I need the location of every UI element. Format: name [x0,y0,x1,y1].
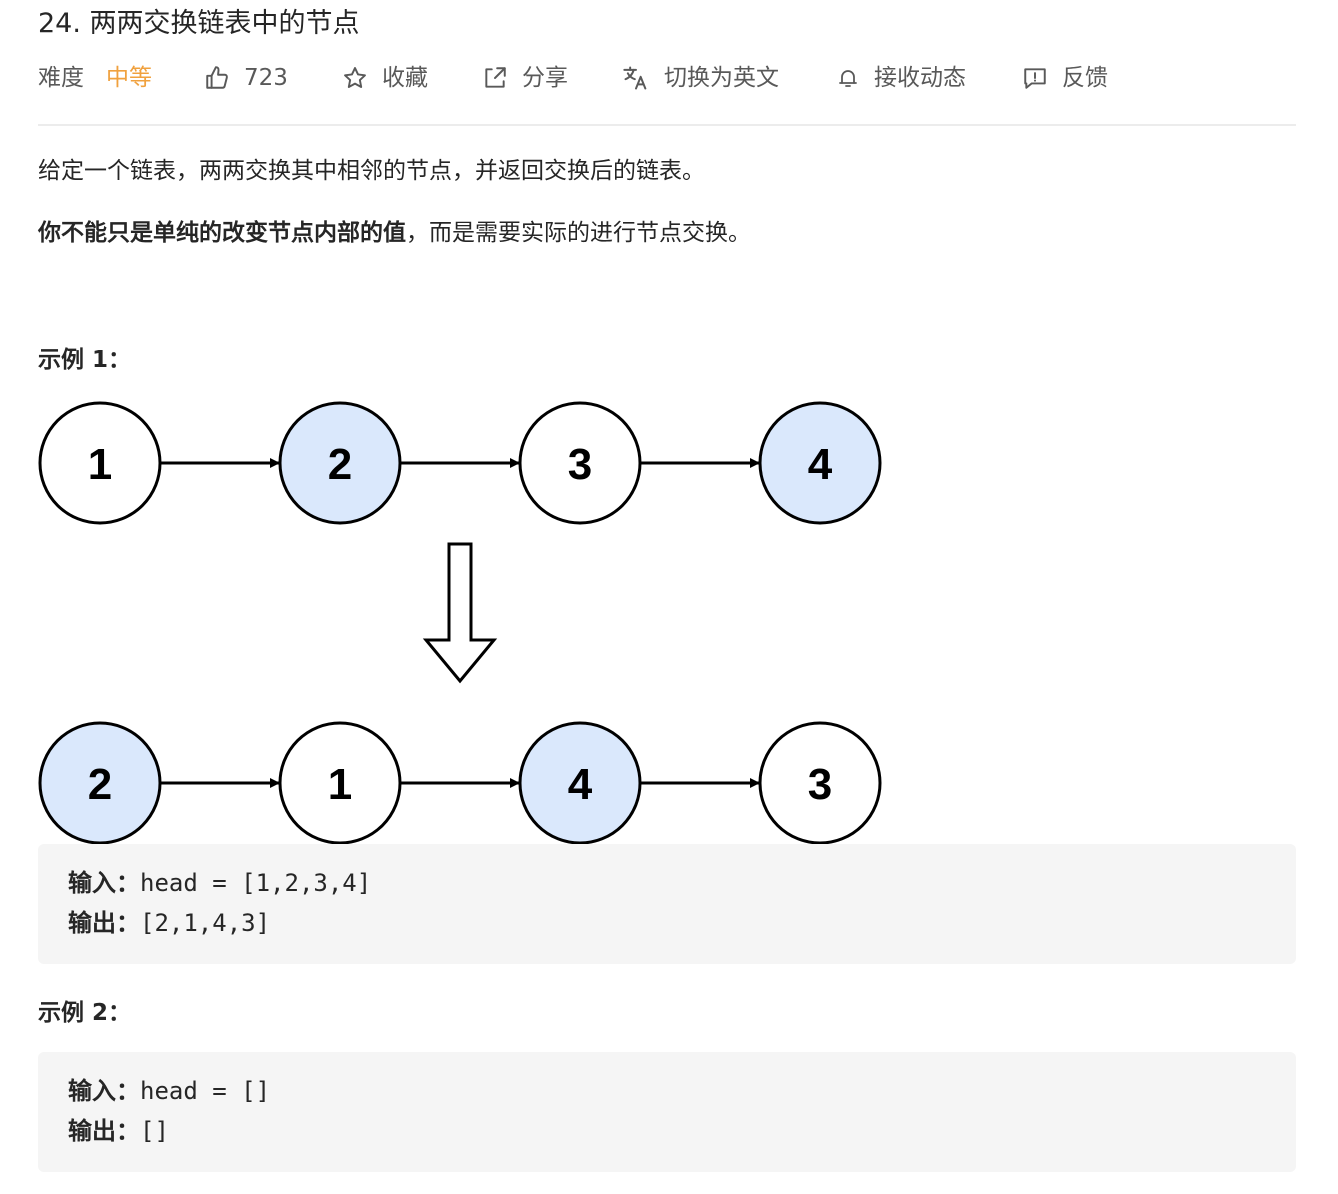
switch-language-button[interactable]: 切换为英文 [622,58,779,98]
switch-language-label: 切换为英文 [664,65,779,91]
before-node-3 [518,401,642,525]
favorite-label: 收藏 [382,65,428,91]
after-node-1 [38,721,162,844]
after-node-label-3: 4 [568,760,593,809]
input-label: 输入： [68,1077,140,1105]
input-value: head = [] [140,1077,271,1105]
example-2-input: 输入：head = [] [68,1074,270,1108]
feedback-button[interactable]: 反馈 [1022,58,1108,98]
subscribe-button[interactable]: 接收动态 [836,58,966,98]
favorite-button[interactable]: 收藏 [342,58,428,98]
description-paragraph-2: 你不能只是单纯的改变节点内部的值，而是需要实际的进行节点交换。 [38,217,751,249]
after-node-label-1: 2 [88,760,112,809]
output-value: [] [140,1117,169,1145]
output-value: [2,1,4,3] [140,909,271,937]
after-node-label-2: 1 [328,760,352,809]
example-1-input: 输入：head = [1,2,3,4] [68,866,371,900]
feedback-label: 反馈 [1062,65,1108,91]
feedback-icon [1024,68,1046,89]
list-after: 2 1 4 3 [38,721,882,844]
like-count: 723 [244,65,288,91]
share-icon [485,67,506,88]
share-button[interactable]: 分享 [482,58,568,98]
description-paragraph-1: 给定一个链表，两两交换其中相邻的节点，并返回交换后的链表。 [38,158,705,184]
after-node-4 [758,721,882,844]
difficulty-label: 难度 [38,65,84,91]
before-node-label-1: 1 [88,440,112,489]
example-2-title: 示例 2： [38,1000,132,1026]
example-1-output: 输出：[2,1,4,3] [68,906,270,940]
linked-list-swap-diagram: 1 2 3 4 2 1 4 3 [38,401,882,844]
before-node-2 [278,401,402,525]
before-node-4 [758,401,882,525]
difficulty-value: 中等 [106,65,152,91]
before-node-label-4: 4 [808,440,833,489]
input-label: 输入： [68,869,140,897]
thumbs-up-icon [206,66,228,89]
problem-toolbar: 难度 中等 723 收藏 分享 [38,58,1296,98]
input-value: head = [1,2,3,4] [140,869,372,897]
list-before: 1 2 3 4 [38,401,882,525]
subscribe-label: 接收动态 [874,65,966,91]
example-1-title: 示例 1： [38,347,132,373]
output-label: 输出： [68,1117,140,1145]
description-rest: ，而是需要实际的进行节点交换。 [406,220,751,246]
after-node-2 [278,721,402,844]
output-label: 输出： [68,909,140,937]
after-node-label-4: 3 [808,760,832,809]
before-node-1 [38,401,162,525]
problem-page: 24. 两两交换链表中的节点 难度 中等 723 收藏 分享 [38,0,1296,1194]
difficulty: 难度 中等 [38,58,152,98]
star-icon [344,67,366,88]
before-node-label-2: 2 [328,440,352,489]
example-2-output: 输出：[] [68,1114,169,1148]
description-emphasis: 你不能只是单纯的改变节点内部的值 [38,220,406,246]
problem-title: 24. 两两交换链表中的节点 [38,8,360,39]
example-2-code: 输入：head = [] 输出：[] [38,1052,1296,1172]
after-node-3 [518,721,642,844]
like-button[interactable]: 723 [204,58,288,98]
header-divider [38,124,1296,126]
example-1-code: 输入：head = [1,2,3,4] 输出：[2,1,4,3] [38,844,1296,964]
bell-icon [839,70,857,87]
translate-icon [623,66,647,90]
transform-arrow [422,542,498,684]
share-label: 分享 [522,65,568,91]
before-node-label-3: 3 [568,440,592,489]
